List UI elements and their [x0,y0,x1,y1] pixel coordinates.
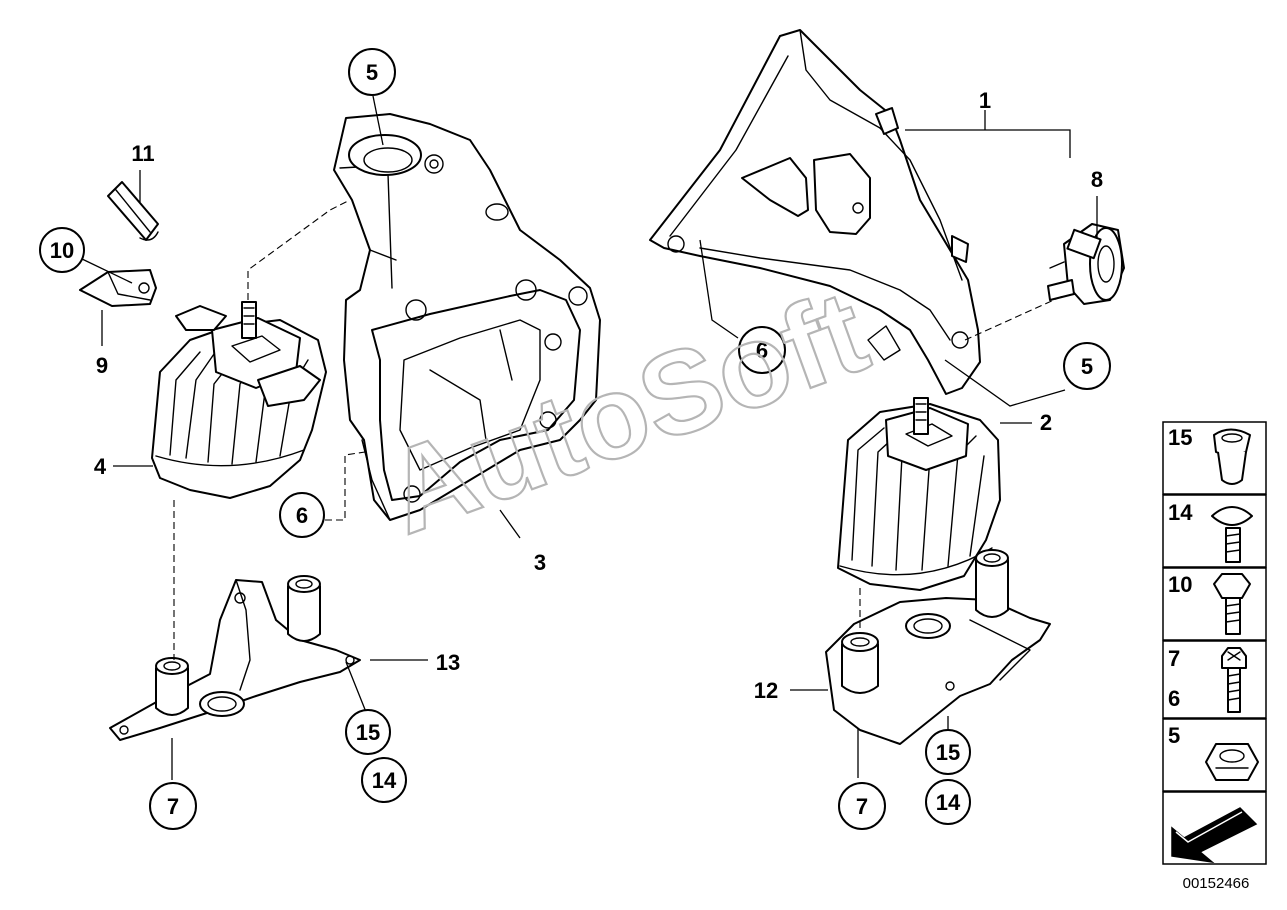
callout-6-left: 6 [279,492,325,538]
svg-text:9: 9 [96,353,108,378]
callout-11: 11 [131,141,154,166]
svg-text:6: 6 [756,338,768,363]
callout-5-right: 5 [1063,342,1111,390]
svg-text:4: 4 [94,454,107,479]
svg-text:7: 7 [856,794,868,819]
callout-14-right: 14 [925,779,971,825]
callout-4: 4 [94,454,107,479]
svg-text:11: 11 [131,141,154,166]
legend-cell-10 [1162,567,1267,641]
drawing-reference-number: 00152466 [1183,875,1250,892]
svg-text:8: 8 [1091,167,1103,192]
callout-13: 13 [436,650,460,675]
engine-mount-part-2 [837,397,1001,591]
callout-9: 9 [96,353,108,378]
callout-10-left: 10 [39,227,85,273]
bracket-part-13 [109,575,361,741]
svg-text:15: 15 [936,740,960,765]
callout-14-left: 14 [361,757,407,803]
flange-screw-icon [1211,506,1253,563]
hardware-legend: 15 14 10 7 6 5 [1162,421,1267,892]
callout-8: 8 [1091,167,1103,192]
callout-7-left: 7 [149,782,197,830]
callout-15-left: 15 [345,709,391,755]
svg-text:5: 5 [1081,354,1093,379]
bracket-part-3 [333,113,601,521]
bracket-part-1 [649,29,981,395]
svg-text:15: 15 [356,720,380,745]
bracket-part-9-10 [79,269,157,307]
hex-bolt-icon [1213,573,1251,635]
callout-5-top-left: 5 [348,48,396,96]
svg-text:14: 14 [1168,500,1193,525]
clip-part-11 [107,181,159,241]
callout-6-right: 6 [738,326,786,374]
callout-15-right: 15 [925,729,971,775]
engine-mount-part-4 [151,301,327,499]
callout-1: 1 [979,88,991,113]
callout-7-right: 7 [838,782,886,830]
callout-12: 12 [754,678,778,703]
svg-text:3: 3 [534,550,546,575]
hex-nut-icon [1205,743,1259,781]
svg-text:14: 14 [372,768,397,793]
svg-text:5: 5 [1168,723,1180,748]
flanged-sleeve-nut-icon [1213,428,1251,485]
bushing-part-8 [1047,223,1125,305]
leader-lines [79,95,1098,780]
legend-cell-14 [1162,494,1267,568]
svg-text:15: 15 [1168,425,1192,450]
torx-bolt-icon [1221,647,1247,713]
svg-text:14: 14 [936,790,961,815]
svg-text:13: 13 [436,650,460,675]
direction-arrow-icon [1171,807,1258,864]
svg-text:5: 5 [366,60,378,85]
callout-2: 2 [1040,410,1052,435]
svg-text:10: 10 [50,238,74,263]
legend-cell-7-6 [1162,640,1267,719]
svg-text:7: 7 [167,794,179,819]
svg-text:6: 6 [296,503,308,528]
bracket-part-12 [825,549,1051,745]
callout-3: 3 [534,550,546,575]
svg-text:2: 2 [1040,410,1052,435]
svg-text:10: 10 [1168,572,1192,597]
svg-text:6: 6 [1168,686,1180,711]
svg-text:7: 7 [1168,646,1180,671]
svg-text:12: 12 [754,678,778,703]
svg-text:1: 1 [979,88,991,113]
